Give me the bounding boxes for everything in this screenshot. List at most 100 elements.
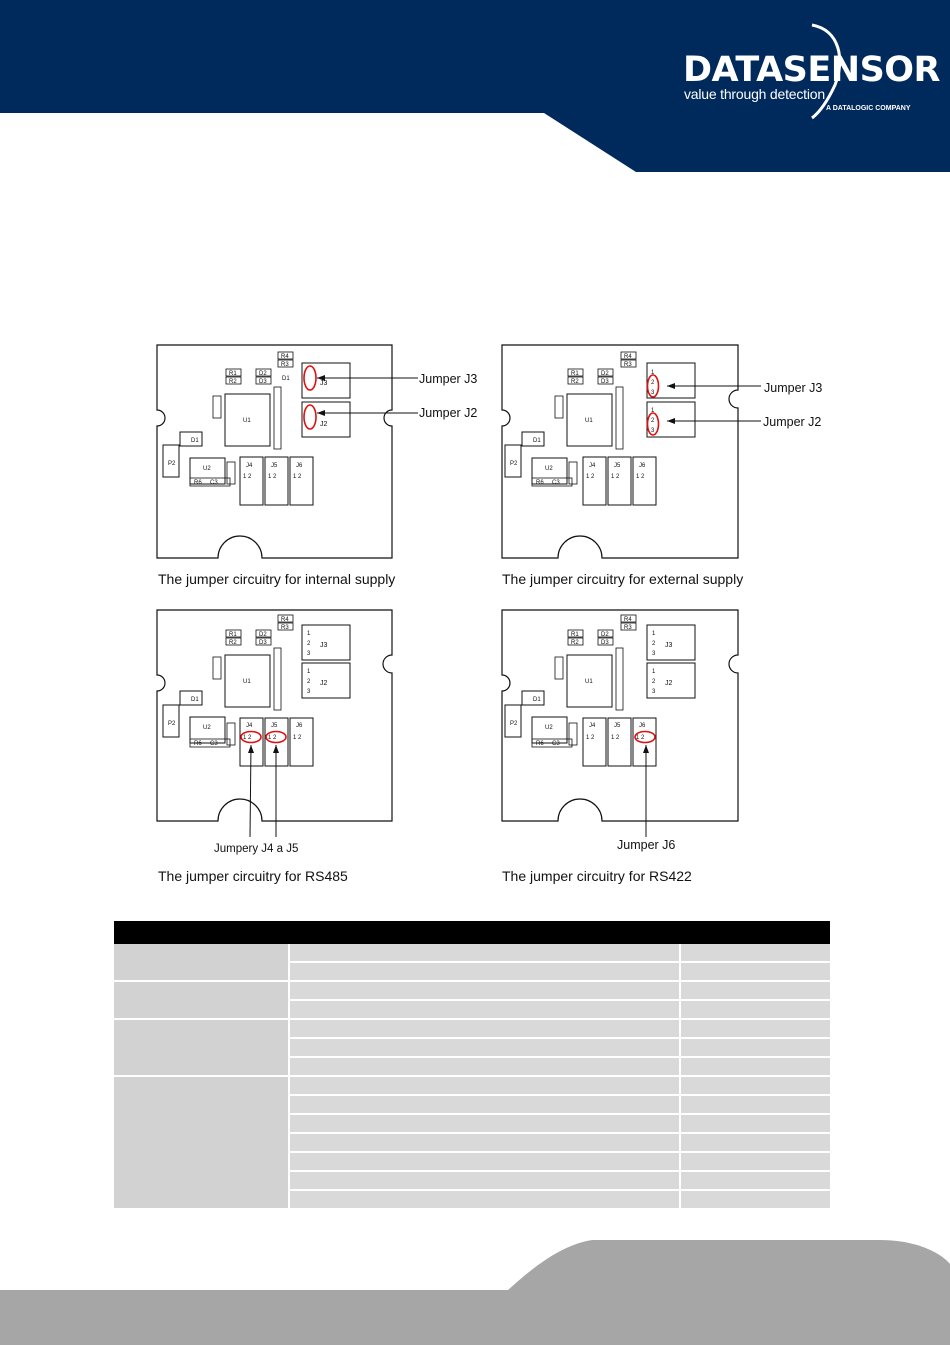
svg-text:R1: R1 — [229, 371, 237, 377]
figure-caption: The jumper circuitry for external supply — [502, 571, 744, 587]
table-row — [114, 1190, 830, 1210]
svg-text:1 2: 1 2 — [636, 735, 645, 741]
svg-text:1: 1 — [651, 370, 655, 376]
callout-jumpery-j4-j5: Jumpery J4 a J5 — [214, 843, 299, 855]
svg-text:D1: D1 — [191, 438, 199, 444]
svg-text:D1: D1 — [191, 697, 199, 703]
svg-text:U1: U1 — [243, 418, 251, 424]
svg-text:J6: J6 — [639, 463, 646, 469]
figure-caption: The jumper circuitry for RS485 — [158, 868, 348, 884]
table-row — [114, 1057, 830, 1077]
svg-text:2: 2 — [651, 380, 655, 386]
svg-text:1 2: 1 2 — [611, 735, 620, 741]
svg-text:1 2: 1 2 — [268, 474, 277, 480]
svg-text:J5: J5 — [271, 463, 278, 469]
table-group-cell — [114, 1019, 289, 1077]
table-row — [114, 981, 830, 1020]
svg-text:3: 3 — [651, 390, 655, 396]
svg-text:P2: P2 — [168, 461, 176, 467]
table-row — [114, 1000, 830, 1020]
brand-company: A DATALOGIC COMPANY — [826, 105, 911, 112]
svg-text:J4: J4 — [246, 723, 253, 729]
svg-text:3: 3 — [651, 428, 655, 434]
svg-text:U1: U1 — [585, 418, 593, 424]
table-row — [114, 1038, 830, 1058]
svg-text:1: 1 — [652, 631, 656, 637]
header-band — [0, 0, 950, 172]
figure-caption: The jumper circuitry for RS422 — [502, 868, 692, 884]
svg-text:J2: J2 — [665, 680, 673, 687]
svg-text:1: 1 — [307, 631, 311, 637]
table-row — [114, 1019, 830, 1077]
svg-text:1 2: 1 2 — [243, 735, 252, 741]
svg-text:U2: U2 — [545, 725, 553, 731]
svg-text:P2: P2 — [510, 461, 518, 467]
svg-text:R4: R4 — [624, 354, 632, 360]
svg-text:1 2: 1 2 — [268, 735, 277, 741]
svg-text:2: 2 — [307, 679, 311, 685]
svg-text:J3: J3 — [665, 642, 673, 649]
svg-text:R1: R1 — [571, 371, 579, 377]
svg-text:J5: J5 — [614, 723, 621, 729]
table-row — [114, 1133, 830, 1153]
callout-jumper-j3: Jumper J3 — [764, 381, 823, 395]
table-group-cell — [114, 944, 289, 982]
svg-text:R2: R2 — [571, 379, 579, 385]
svg-text:R6: R6 — [194, 741, 202, 747]
svg-text:J5: J5 — [271, 723, 278, 729]
svg-text:J4: J4 — [246, 463, 253, 469]
svg-text:3: 3 — [652, 689, 656, 695]
svg-text:2: 2 — [307, 641, 311, 647]
footer-band — [0, 1240, 950, 1345]
svg-text:1: 1 — [307, 669, 311, 675]
svg-text:D1: D1 — [282, 376, 290, 382]
svg-text:R6: R6 — [536, 480, 544, 486]
table-row — [114, 962, 830, 982]
table-row — [114, 1171, 830, 1191]
svg-text:R3: R3 — [281, 625, 289, 631]
table-row — [114, 1152, 830, 1172]
svg-text:R3: R3 — [624, 362, 632, 368]
svg-text:R6: R6 — [536, 741, 544, 747]
spec-table — [114, 921, 830, 1210]
svg-text:R1: R1 — [229, 632, 237, 638]
table-row — [114, 1114, 830, 1134]
svg-text:1: 1 — [652, 669, 656, 675]
svg-text:U2: U2 — [545, 466, 553, 472]
svg-text:D2: D2 — [259, 632, 267, 638]
brand-logo: DATASENSOR — [683, 50, 941, 90]
svg-text:C3: C3 — [210, 480, 218, 486]
table-row — [114, 944, 830, 982]
table-row — [114, 1095, 830, 1115]
svg-text:J4: J4 — [589, 723, 596, 729]
svg-text:D2: D2 — [259, 371, 267, 377]
svg-text:R4: R4 — [281, 354, 289, 360]
svg-text:1 2: 1 2 — [611, 474, 620, 480]
svg-text:P2: P2 — [168, 721, 176, 727]
svg-text:R2: R2 — [229, 379, 237, 385]
svg-text:1 2: 1 2 — [586, 735, 595, 741]
svg-text:D3: D3 — [259, 379, 267, 385]
svg-text:2: 2 — [652, 641, 656, 647]
pcb-diagram-rs485: R4 R3 R1 R2 D2 D3 U1 J3 123 J2 123 D1 P2… — [156, 609, 393, 838]
callout-jumper-j2: Jumper J2 — [419, 406, 478, 420]
svg-text:1 2: 1 2 — [636, 474, 645, 480]
svg-text:R2: R2 — [571, 640, 579, 646]
svg-text:J6: J6 — [639, 723, 646, 729]
table-header-row — [114, 921, 830, 944]
table-row — [114, 1076, 830, 1210]
svg-text:D2: D2 — [601, 371, 609, 377]
svg-text:R3: R3 — [281, 362, 289, 368]
svg-text:3: 3 — [307, 689, 311, 695]
table-group-cell — [114, 1076, 289, 1210]
svg-text:R6: R6 — [194, 480, 202, 486]
svg-text:C3: C3 — [210, 741, 218, 747]
svg-text:1 2: 1 2 — [243, 474, 252, 480]
svg-text:D3: D3 — [601, 640, 609, 646]
svg-text:C3: C3 — [552, 741, 560, 747]
svg-text:J2: J2 — [320, 421, 328, 428]
svg-text:R4: R4 — [281, 617, 289, 623]
svg-text:R3: R3 — [624, 625, 632, 631]
pcb-diagram-internal-supply: R4 R3 R1 R2 D2 D3 D1 U1 J3 J2 D1 P2 U2 R… — [156, 344, 418, 559]
svg-text:U2: U2 — [203, 725, 211, 731]
